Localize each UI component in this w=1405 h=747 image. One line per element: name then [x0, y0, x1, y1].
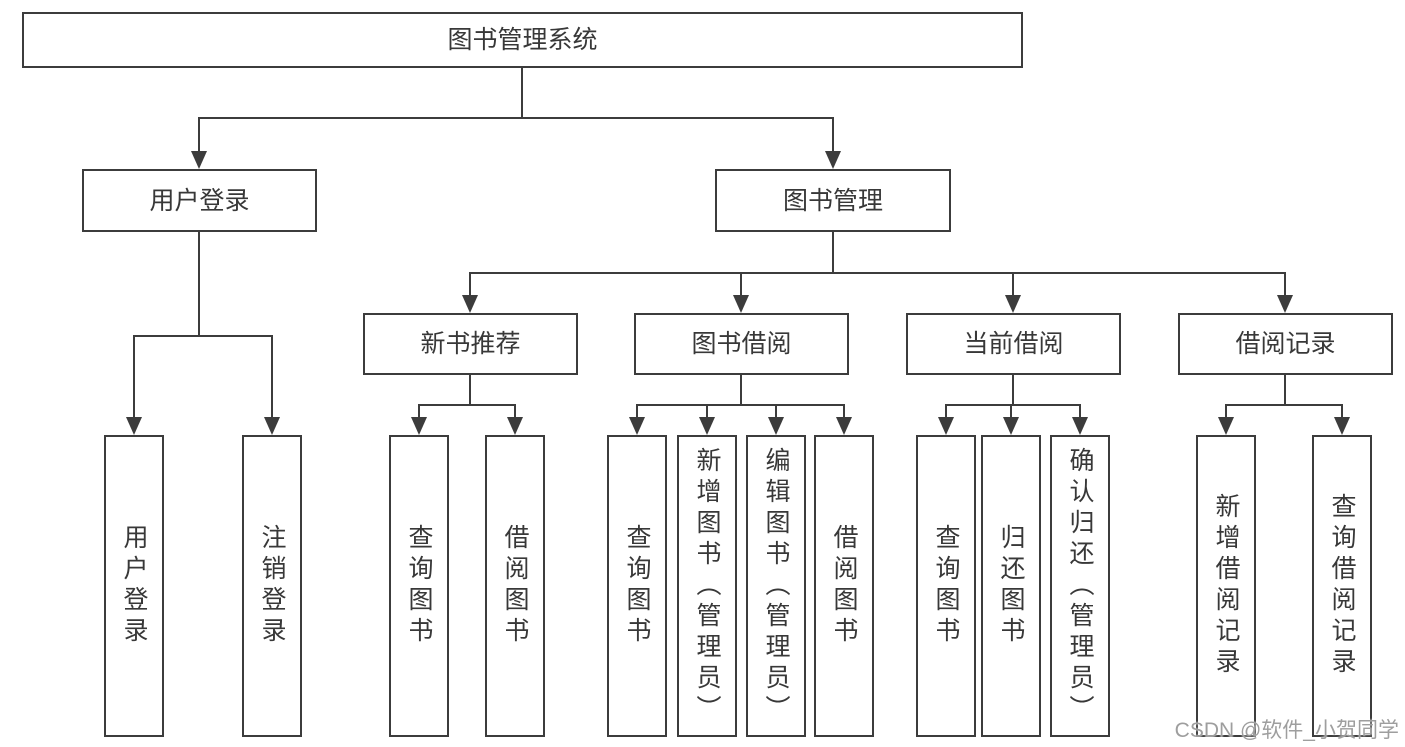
connector-borrow-records-stem	[1284, 375, 1286, 406]
connector-new-book-stem	[469, 375, 471, 406]
node-label: 新增图书（管理员）	[693, 446, 721, 726]
connector-current-borrow-bus	[945, 404, 1081, 406]
arrowhead-query3	[938, 417, 954, 435]
arrowhead-edit-book	[768, 417, 784, 435]
node-user-login-leaf: 用户登录	[104, 435, 164, 737]
connector-drop-query-record	[1341, 404, 1343, 421]
node-current-borrowing: 当前借阅	[906, 313, 1121, 375]
connector-drop-edit-book	[775, 404, 777, 421]
node-borrowing-records: 借阅记录	[1178, 313, 1393, 375]
connector-drop-book-mgmt	[832, 117, 834, 155]
node-label: 注销登录	[258, 524, 286, 648]
connector-book-borrow-bus	[636, 404, 845, 406]
node-query-books-current: 查询图书	[916, 435, 976, 737]
connector-drop-borrow1	[514, 404, 516, 421]
arrowhead-query1	[411, 417, 427, 435]
watermark: CSDN @软件_小贺同学	[1174, 719, 1399, 742]
node-query-books-recommend: 查询图书	[389, 435, 449, 737]
node-book-borrowing: 图书借阅	[634, 313, 849, 375]
connector-new-book-bus	[418, 404, 516, 406]
node-confirm-return-admin: 确认归还（管理员）	[1050, 435, 1110, 737]
connector-current-borrow-stem	[1012, 375, 1014, 406]
arrowhead-query2	[629, 417, 645, 435]
connector-drop-book-borrow	[740, 272, 742, 299]
connector-root-stem	[521, 68, 523, 119]
node-library-management-system: 图书管理系统	[22, 12, 1023, 68]
arrowhead-borrow-records	[1277, 295, 1293, 313]
arrowhead-borrow2	[836, 417, 852, 435]
node-label: 借阅图书	[501, 524, 529, 648]
connector-level3-bus	[469, 272, 1286, 274]
node-label: 确认归还（管理员）	[1066, 446, 1094, 726]
arrowhead-current-borrow	[1005, 295, 1021, 313]
connector-drop-logout-leaf	[271, 335, 273, 421]
connector-drop-current-borrow	[1012, 272, 1014, 299]
node-label: 查询借阅记录	[1328, 493, 1356, 679]
arrowhead-login-leaf	[126, 417, 142, 435]
connector-user-login-stem	[198, 232, 200, 337]
node-label: 新增借阅记录	[1212, 493, 1240, 679]
connector-drop-return-book	[1010, 404, 1012, 421]
node-label: 归还图书	[997, 524, 1025, 648]
node-user-login: 用户登录	[82, 169, 317, 232]
connector-drop-new-book	[469, 272, 471, 299]
node-label: 查询图书	[623, 524, 651, 648]
node-book-management: 图书管理	[715, 169, 951, 232]
node-query-books-borrowing: 查询图书	[607, 435, 667, 737]
connector-drop-query2	[636, 404, 638, 421]
connector-drop-add-book	[706, 404, 708, 421]
connector-drop-borrow-records	[1284, 272, 1286, 299]
connector-drop-borrow2	[843, 404, 845, 421]
connector-drop-query3	[945, 404, 947, 421]
node-label: 查询图书	[932, 524, 960, 648]
arrowhead-logout-leaf	[264, 417, 280, 435]
arrowhead-book-mgmt	[825, 151, 841, 169]
connector-level2-bus	[198, 117, 834, 119]
connector-borrow-records-bus	[1225, 404, 1343, 406]
connector-drop-login-leaf	[133, 335, 135, 421]
node-label: 用户登录	[120, 524, 148, 648]
arrowhead-borrow1	[507, 417, 523, 435]
arrowhead-return-book	[1003, 417, 1019, 435]
connector-drop-user-login	[198, 117, 200, 155]
arrowhead-new-book	[462, 295, 478, 313]
connector-book-mgmt-stem	[832, 232, 834, 274]
arrowhead-user-login	[191, 151, 207, 169]
arrowhead-add-record	[1218, 417, 1234, 435]
node-borrow-books-recommend: 借阅图书	[485, 435, 545, 737]
node-edit-books-admin: 编辑图书（管理员）	[746, 435, 806, 737]
node-return-books: 归还图书	[981, 435, 1041, 737]
connector-drop-confirm-return	[1079, 404, 1081, 421]
connector-drop-query1	[418, 404, 420, 421]
connector-user-login-bus	[133, 335, 273, 337]
arrowhead-book-borrow	[733, 295, 749, 313]
node-query-borrow-record: 查询借阅记录	[1312, 435, 1372, 737]
node-add-books-admin: 新增图书（管理员）	[677, 435, 737, 737]
connector-drop-add-record	[1225, 404, 1227, 421]
node-logout: 注销登录	[242, 435, 302, 737]
node-label: 借阅图书	[830, 524, 858, 648]
arrowhead-query-record	[1334, 417, 1350, 435]
node-new-book-recommend: 新书推荐	[363, 313, 578, 375]
node-label: 编辑图书（管理员）	[762, 446, 790, 726]
arrowhead-add-book	[699, 417, 715, 435]
node-label: 查询图书	[405, 524, 433, 648]
node-borrow-books-borrowing: 借阅图书	[814, 435, 874, 737]
connector-book-borrow-stem	[740, 375, 742, 406]
node-add-borrow-record: 新增借阅记录	[1196, 435, 1256, 737]
arrowhead-confirm-return	[1072, 417, 1088, 435]
